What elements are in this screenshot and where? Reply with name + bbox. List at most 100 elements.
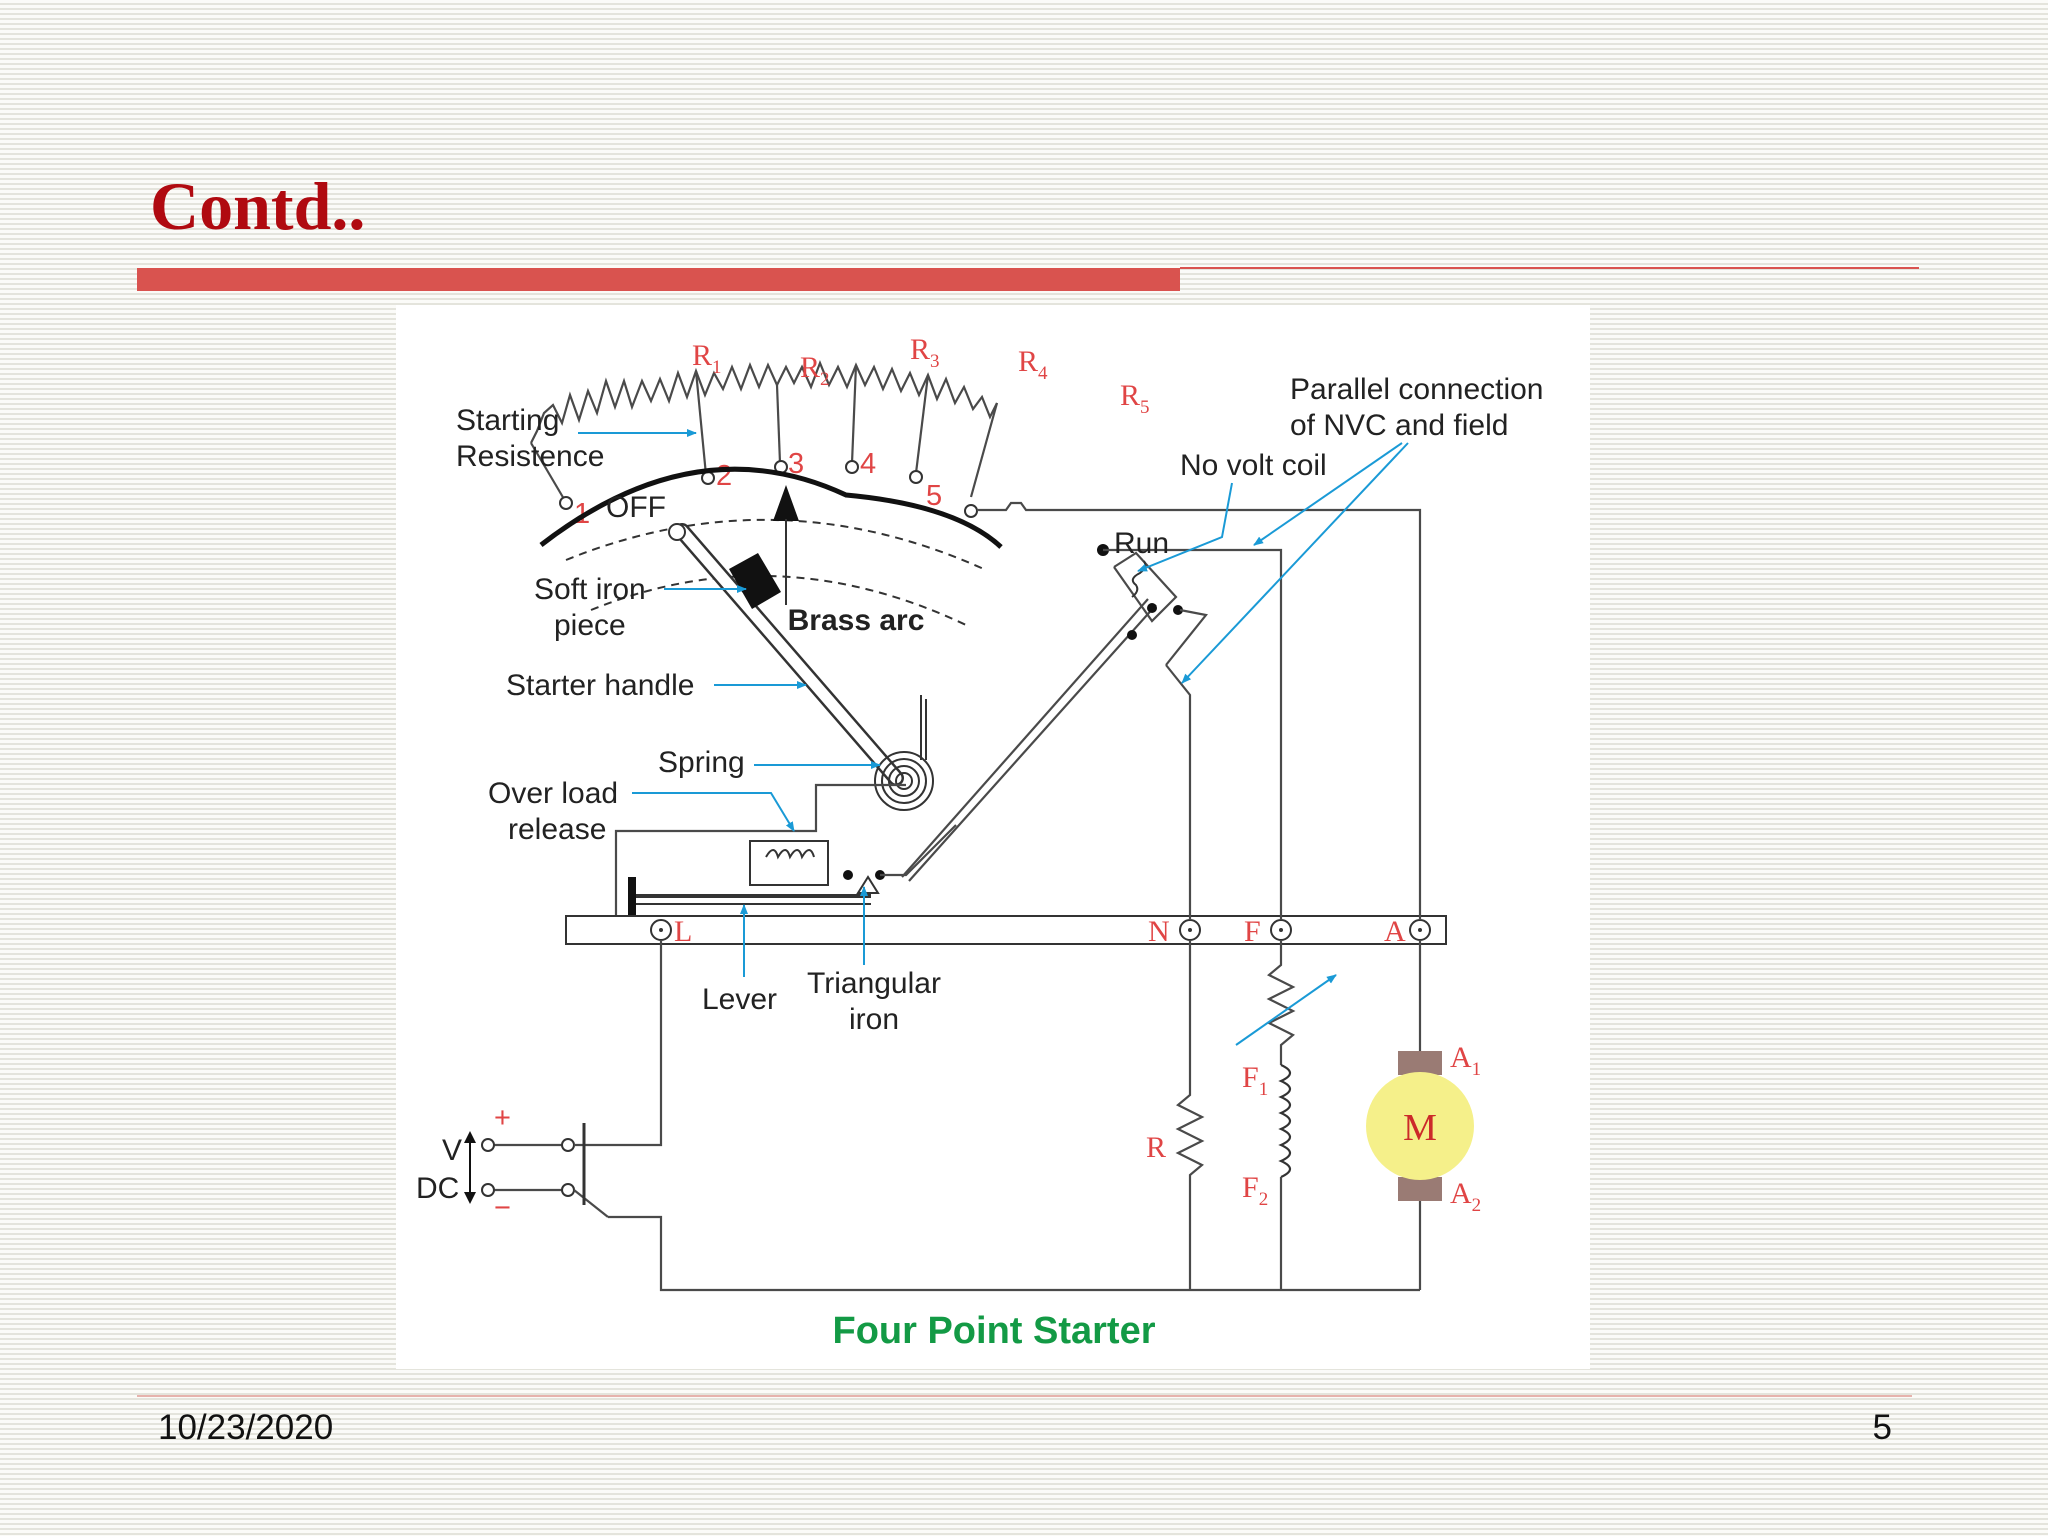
triangular-iron: [856, 875, 880, 894]
stud-number-5: 5: [926, 480, 942, 512]
page-number: 5: [1872, 1408, 1892, 1447]
stud-5: [909, 470, 923, 484]
run-side-arm: [901, 598, 1149, 878]
switch-blade-minus: [573, 1189, 609, 1218]
brass-arc-pointer-icon: [773, 485, 799, 521]
nvc-dot-1: [1147, 603, 1157, 613]
label-triangular-2: iron: [849, 1003, 899, 1036]
label-starting-resistence-2: Resistence: [456, 440, 604, 473]
figure-caption: Four Point Starter: [832, 1310, 1155, 1352]
brass-arc: [539, 466, 1003, 549]
label-parallel-1: Parallel connection: [1290, 373, 1544, 406]
spring-coil-1: [895, 772, 913, 790]
off-stop: [668, 523, 686, 541]
brush-a2: [1398, 1177, 1442, 1201]
label-no-volt-coil: No volt coil: [1180, 449, 1327, 482]
terminal-f-label: F: [1244, 915, 1261, 948]
overload-link: [880, 824, 957, 877]
wire-bottom-return: [608, 1215, 1420, 1292]
four-point-starter-diagram: R1 R2 R3 R4 R5 1 2 3 4 5 Brass arc: [416, 333, 1544, 1352]
label-starting-resistence-1: Starting: [456, 404, 559, 437]
four-point-starter-figure: R1 R2 R3 R4 R5 1 2 3 4 5 Brass arc: [396, 305, 1590, 1369]
dashed-guide-outer: [565, 518, 987, 571]
label-soft-iron-2: piece: [554, 609, 626, 642]
connector-r2: [694, 370, 708, 476]
field-f2-label: F2: [1242, 1171, 1268, 1210]
arrow-no-volt-coil-icon: [1137, 482, 1233, 572]
label-off: OFF: [606, 491, 666, 524]
terminal-l-label: L: [674, 915, 692, 948]
resistor-r-label: R: [1146, 1131, 1166, 1164]
stud-number-2: 2: [716, 460, 732, 492]
label-triangular-1: Triangular: [807, 967, 941, 1000]
connector-run: [969, 402, 999, 498]
soft-iron-piece: [729, 553, 781, 609]
resistor-label-r5: R5: [1120, 379, 1150, 418]
resistor-label-r4: R4: [1018, 345, 1048, 384]
connector-r4: [850, 364, 858, 464]
switch-contact-minus: [561, 1183, 575, 1197]
spring-coil-2: [888, 765, 920, 797]
nvc-dot-3: [1127, 630, 1137, 640]
title-accent-line: [1180, 267, 1919, 269]
stud-number-3: 3: [788, 448, 804, 480]
wire-nvc-to-n: [1165, 664, 1192, 920]
arrow-over-load-icon: [632, 792, 795, 832]
terminal-n-label: N: [1148, 915, 1170, 948]
connector-r3: [775, 384, 782, 464]
nvc-dot-2: [1173, 605, 1183, 615]
resistor-r: [1175, 1090, 1205, 1290]
brush-a1: [1398, 1051, 1442, 1075]
footer-date: 10/23/2020: [158, 1408, 334, 1447]
spring-coil-3: [881, 758, 927, 804]
terminal-board: [565, 915, 1447, 945]
rheostat-adjust-arrow-icon: [1235, 974, 1337, 1046]
motor-armature: [1366, 1072, 1474, 1180]
shunt-field-coil: [1278, 1063, 1292, 1179]
overload-supply-wire: [614, 783, 906, 928]
resistor-label-r3: R3: [910, 333, 940, 372]
label-parallel-2: of NVC and field: [1290, 409, 1508, 442]
supply-dc-label: DC: [416, 1172, 459, 1205]
stud-run: [964, 504, 978, 518]
run-side-arm-inner: [908, 604, 1157, 882]
title-accent-bar: [137, 268, 1180, 291]
supply-minus-label: −: [494, 1192, 511, 1224]
field-rheostat: [1266, 940, 1296, 1065]
supply-plus-terminal: [481, 1138, 495, 1152]
switch-contact-plus: [561, 1138, 575, 1152]
no-volt-coil-frame: [1113, 551, 1178, 623]
label-soft-iron-1: Soft iron: [534, 573, 646, 606]
overload-coil-housing: [749, 840, 829, 886]
wire-l-to-switch: [608, 940, 663, 1147]
armature-a2-label: A2: [1450, 1177, 1481, 1216]
connector-r1: [530, 442, 565, 500]
starting-resistance-chain: [530, 359, 998, 444]
terminal-a-label: A: [1384, 915, 1406, 948]
terminal-n-dot: [1188, 928, 1192, 932]
voltage-arrow-up-icon: [464, 1131, 476, 1143]
nvc-latch: [1165, 608, 1208, 666]
terminal-f-dot: [1279, 928, 1283, 932]
wire-run-to-f: [1103, 548, 1283, 920]
wire-run-to-a: [977, 501, 1422, 920]
terminal-l-dot: [659, 928, 663, 932]
stud-4: [845, 460, 859, 474]
overload-dot-1: [843, 870, 853, 880]
arrow-parallel-field-icon: [1181, 442, 1409, 684]
label-spring: Spring: [658, 746, 745, 779]
terminal-a-dot: [1418, 928, 1422, 932]
label-run: Run: [1114, 527, 1169, 560]
brass-arc-label: Brass arc: [788, 604, 925, 637]
slide-title: Contd..: [150, 168, 366, 244]
stud-2: [701, 471, 715, 485]
starter-handle: [676, 525, 902, 784]
label-over-load-2: release: [508, 813, 606, 846]
label-over-load-1: Over load: [488, 777, 618, 810]
supply-v-label: V: [442, 1134, 462, 1167]
connector-r5: [914, 374, 930, 474]
arrow-parallel-nvc-icon: [1253, 442, 1403, 546]
overload-coil-winding: [765, 849, 815, 860]
armature-a1-label: A1: [1450, 1041, 1481, 1080]
label-starter-handle: Starter handle: [506, 669, 694, 702]
